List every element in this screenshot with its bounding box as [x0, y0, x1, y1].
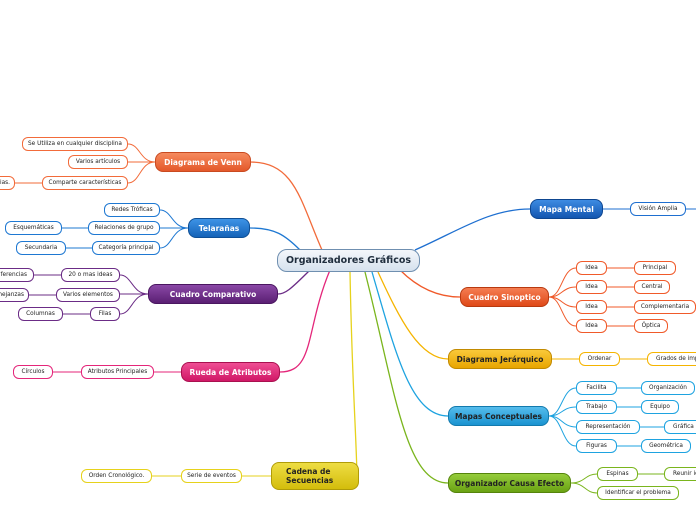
edge-root-venn [249, 161, 323, 251]
leaf-comp-columnas[interactable]: Columnas [18, 307, 63, 321]
leaf-sin-idea-4[interactable]: Idea [576, 319, 607, 333]
leaf-sec-serie[interactable]: Serie de eventos [181, 469, 242, 483]
leaf-venn-disciplina[interactable]: Se Utiliza en cualquier disciplina [22, 137, 128, 151]
leaf-sin-idea-1[interactable]: Idea [576, 261, 607, 275]
leaf-jer-grados[interactable]: Grados de importancia [647, 352, 696, 366]
leaf-con-geometrica[interactable]: Geométrica [641, 439, 691, 453]
leaf-mm-vision[interactable]: Visión Amplia [630, 202, 686, 216]
leaf-sin-complementaria[interactable]: Complementaria [634, 300, 696, 314]
edge-root-jerarquico [377, 271, 449, 360]
edge-root-telaranas [249, 227, 301, 251]
leaf-tel-relaciones[interactable]: Relaciones de grupo [88, 221, 160, 235]
leaf-con-trabajo[interactable]: Trabajo [576, 400, 617, 414]
leaf-rueda-circulos[interactable]: Círculos [13, 365, 53, 379]
leaf-ce-espinas[interactable]: Espinas [597, 467, 638, 481]
leaf-jer-ordenar[interactable]: Ordenar [579, 352, 620, 366]
leaf-comp-semejanzas[interactable]: Semejanzas [0, 288, 29, 302]
branch-secuencias[interactable]: Cadena de Secuencias [271, 462, 359, 490]
leaf-tel-esquematicas[interactable]: Esquemáticas [5, 221, 62, 235]
leaf-sin-optica[interactable]: Óptica [634, 319, 668, 333]
branch-jerarquico[interactable]: Diagrama Jerárquico [448, 349, 552, 369]
leaf-ce-reunir[interactable]: Reunir ideas [664, 467, 696, 481]
leaf-ce-identificar[interactable]: Identificar el problema [597, 486, 679, 500]
leaf-comp-diferencias[interactable]: Diferencias [0, 268, 34, 282]
leaf-tel-redes[interactable]: Redes Tróficas [104, 203, 160, 217]
edge-root-rueda [279, 269, 331, 373]
leaf-comp-filas[interactable]: Filas [90, 307, 120, 321]
leaf-sin-idea-2[interactable]: Idea [576, 280, 607, 294]
leaf-sin-principal[interactable]: Principal [634, 261, 676, 275]
leaf-sin-central[interactable]: Central [634, 280, 670, 294]
branch-rueda[interactable]: Rueda de Atributos [181, 362, 280, 382]
edge-root-conceptuales [371, 271, 449, 417]
leaf-venn-diferencias[interactable]: Diferencias. [0, 176, 15, 190]
leaf-venn-articulos[interactable]: Varios artículos [68, 155, 128, 169]
leaf-tel-categoria[interactable]: Categoría principal [92, 241, 160, 255]
leaf-rueda-atributos[interactable]: Atributos Principales [81, 365, 154, 379]
leaf-con-representacion[interactable]: Representación [576, 420, 640, 434]
edge-root-sinoptico [399, 269, 461, 298]
edge-root-mapa-mental [414, 208, 531, 251]
edge-root-causa [364, 271, 449, 484]
edge-root-secuencias [349, 271, 358, 477]
leaf-tel-secundaria[interactable]: Secundaria [16, 241, 66, 255]
root-node[interactable]: Organizadores Gráficos [277, 249, 420, 272]
leaf-venn-comparte[interactable]: Comparte características [42, 176, 128, 190]
leaf-sin-idea-3[interactable]: Idea [576, 300, 607, 314]
branch-mapa-mental[interactable]: Mapa Mental [530, 199, 603, 219]
branch-comparativo[interactable]: Cuadro Comparativo [148, 284, 278, 304]
leaf-sec-orden[interactable]: Orden Cronológico. [81, 469, 152, 483]
leaf-con-grafica[interactable]: Gráfica [664, 420, 696, 434]
branch-telaranas[interactable]: Telarañas [188, 218, 250, 238]
branch-conceptuales[interactable]: Mapas Conceptuales [448, 406, 549, 426]
leaf-comp-ideas[interactable]: 20 o mas ideas [61, 268, 120, 282]
branch-sinoptico[interactable]: Cuadro Sinoptico [460, 287, 549, 307]
leaf-con-facilita[interactable]: Facilita [576, 381, 617, 395]
edge-root-comparativo [277, 269, 311, 295]
leaf-con-equipo[interactable]: Equipo [641, 400, 679, 414]
leaf-con-figuras[interactable]: Figuras [576, 439, 617, 453]
leaf-con-organizacion[interactable]: Organización [641, 381, 695, 395]
branch-venn[interactable]: Diagrama de Venn [155, 152, 251, 172]
branch-causa-efecto[interactable]: Organizador Causa Efecto [448, 473, 571, 493]
leaf-comp-elementos[interactable]: Varios elementos [56, 288, 120, 302]
